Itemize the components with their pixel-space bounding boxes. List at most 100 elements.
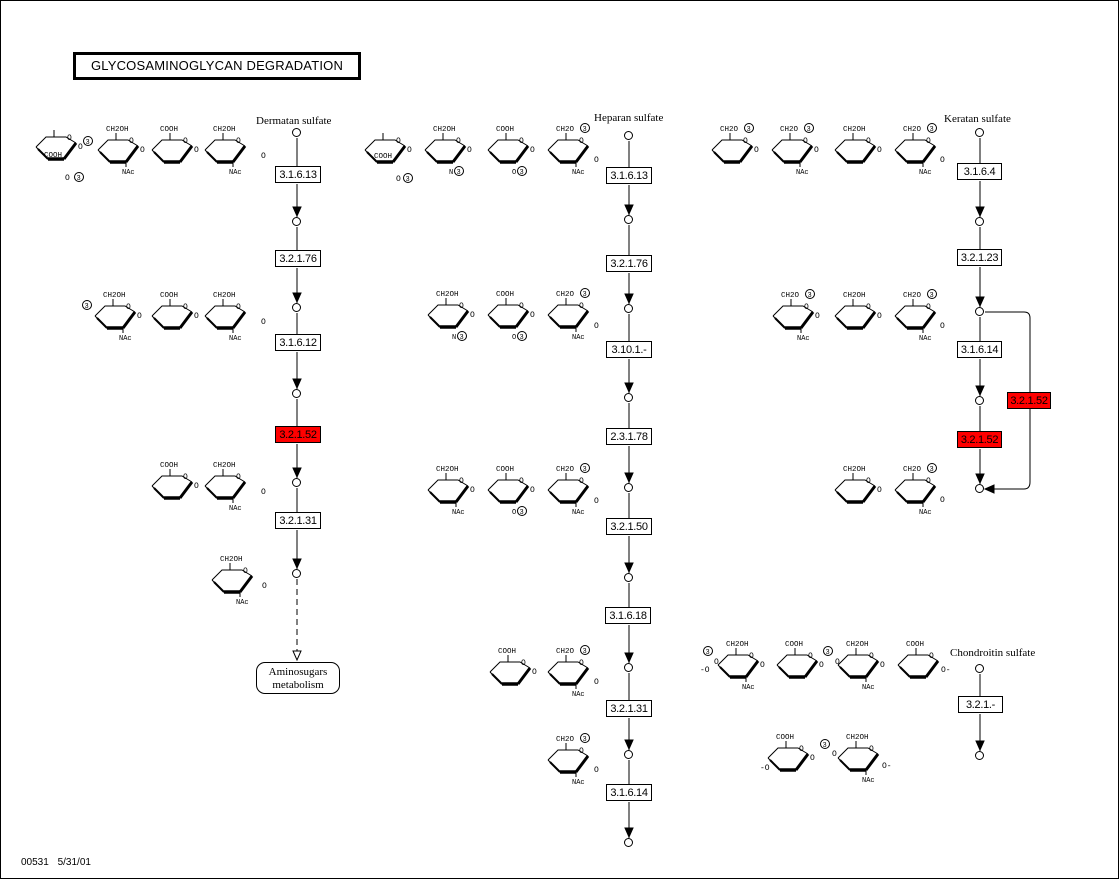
glycosidic-oxygen: O [877,146,882,155]
sugar-ring-bold-edge [769,759,781,771]
structure-label: O [512,509,516,517]
compound-node[interactable] [624,573,633,582]
compound-node[interactable] [624,393,633,402]
sulfate-mark: 3 [826,649,830,657]
glycosidic-oxygen: O [760,661,765,670]
sugar-ring [894,479,936,491]
sugar-ring-bold-edge [864,753,880,771]
sulfate-mark: 3 [930,292,934,300]
enzyme-box-highlighted[interactable]: 3.2.1.52 [275,426,321,443]
structure-label: CH2O [903,466,922,474]
compound-node[interactable] [292,303,301,312]
enzyme-box[interactable]: 3.1.6.13 [606,167,652,184]
enzyme-box[interactable]: 3.2.1.31 [606,700,652,717]
sulfate-group-icon [703,646,713,656]
sugar-ring-bold-edge [178,311,194,329]
sugar-ring [97,139,139,151]
ring-oxygen: O [579,302,584,311]
enzyme-box[interactable]: 3.1.6.14 [957,341,1002,358]
compound-node[interactable] [292,217,301,226]
enzyme-box[interactable]: 3.2.1.50 [606,518,652,535]
compound-node[interactable] [624,215,633,224]
compound-node[interactable] [292,569,301,578]
arrow-head-icon [624,472,634,484]
enzyme-box-bypass-highlighted[interactable]: 3.2.1.52 [1007,392,1051,409]
enzyme-box[interactable]: 3.2.1.23 [957,249,1002,266]
compound-node[interactable] [624,838,633,847]
compound-node[interactable] [975,396,984,405]
enzyme-box[interactable]: 3.2.1.31 [275,512,321,529]
enzyme-box[interactable]: 3.2.1.- [958,696,1003,713]
glycosidic-oxygen: O [877,486,882,495]
enzyme-box[interactable]: 3.1.6.13 [275,166,321,183]
structure-label: NAc [572,169,585,177]
structure-label: O [65,174,70,183]
sugar-ring [837,654,879,666]
sugar-ring-bold-edge [231,481,247,499]
compound-node[interactable] [624,663,633,672]
compound-node[interactable] [975,128,984,137]
ring-oxygen: O [236,473,241,482]
sulfate-mark: 3 [460,334,464,342]
compound-node[interactable] [624,750,633,759]
sulfate-group-icon [580,463,590,473]
compound-node[interactable] [292,128,301,137]
sulfate-group-icon [457,331,467,341]
ring-oxygen: O [926,137,931,146]
enzyme-box[interactable]: 3.1.6.18 [605,607,651,624]
compound-node[interactable] [624,304,633,313]
compound-node[interactable] [975,307,984,316]
sugar-ring-bold-edge [896,317,908,329]
compound-node[interactable] [975,751,984,760]
enzyme-box[interactable]: 3.2.1.76 [275,250,321,267]
sugar-ring-bold-edge [121,311,137,329]
enzyme-box[interactable]: 3.2.1.76 [606,255,652,272]
structure-label: CH2OH [846,734,869,742]
sugar-ring-bold-edge [713,151,725,163]
compound-node[interactable] [975,664,984,673]
enzyme-box[interactable]: 3.10.1.- [606,341,652,358]
structure-label: CH2O [556,291,575,299]
ring-oxygen: O [236,137,241,146]
sulfate-group-icon [517,506,527,516]
sugar-ring-bold-edge [124,145,140,163]
enzyme-box[interactable]: 3.1.6.4 [957,163,1002,180]
structure-label: NAc [236,599,249,607]
ring-oxygen: O [243,567,248,576]
sulfate-mark: 3 [583,126,587,134]
structure-label: O [396,175,401,184]
map-link-aminosugars-metabolism[interactable]: Aminosugars metabolism [256,662,340,694]
arrow-head-icon [292,378,302,390]
sugar-ring-bold-edge [178,145,194,163]
sugar-ring-bold-edge [861,311,877,329]
glycosidic-oxygen: O [470,311,475,320]
compound-node[interactable] [975,217,984,226]
sugar-ring-bold-edge [921,311,937,329]
structure-label: O [940,322,945,331]
compound-node[interactable] [975,484,984,493]
structure-label: NAc [229,169,242,177]
ring-oxygen: O [926,303,931,312]
sulfate-group-icon [820,739,830,749]
structure-label: CH2OH [106,126,129,134]
enzyme-box[interactable]: 2.3.1.78 [606,428,652,445]
structure-label: CH2O [780,126,799,134]
ring-oxygen: O [129,137,134,146]
ring-oxygen: O [808,652,813,661]
sugar-ring [94,305,136,317]
ring-oxygen: O [126,303,131,312]
compound-node[interactable] [624,483,633,492]
compound-node[interactable] [292,478,301,487]
sulfate-group-icon [805,289,815,299]
structure-label: CH2O [781,292,800,300]
label-keratan-sulfate: Keratan sulfate [944,113,1011,125]
sugar-ring-bold-edge [549,761,561,773]
compound-node[interactable] [292,389,301,398]
sulfate-group-icon [83,136,93,146]
enzyme-box[interactable]: 3.1.6.12 [275,334,321,351]
sulfate-group-icon [580,288,590,298]
compound-node[interactable] [624,131,633,140]
enzyme-box-highlighted[interactable]: 3.2.1.52 [957,431,1002,448]
enzyme-box[interactable]: 3.1.6.14 [606,784,652,801]
ring-oxygen: O [236,303,241,312]
